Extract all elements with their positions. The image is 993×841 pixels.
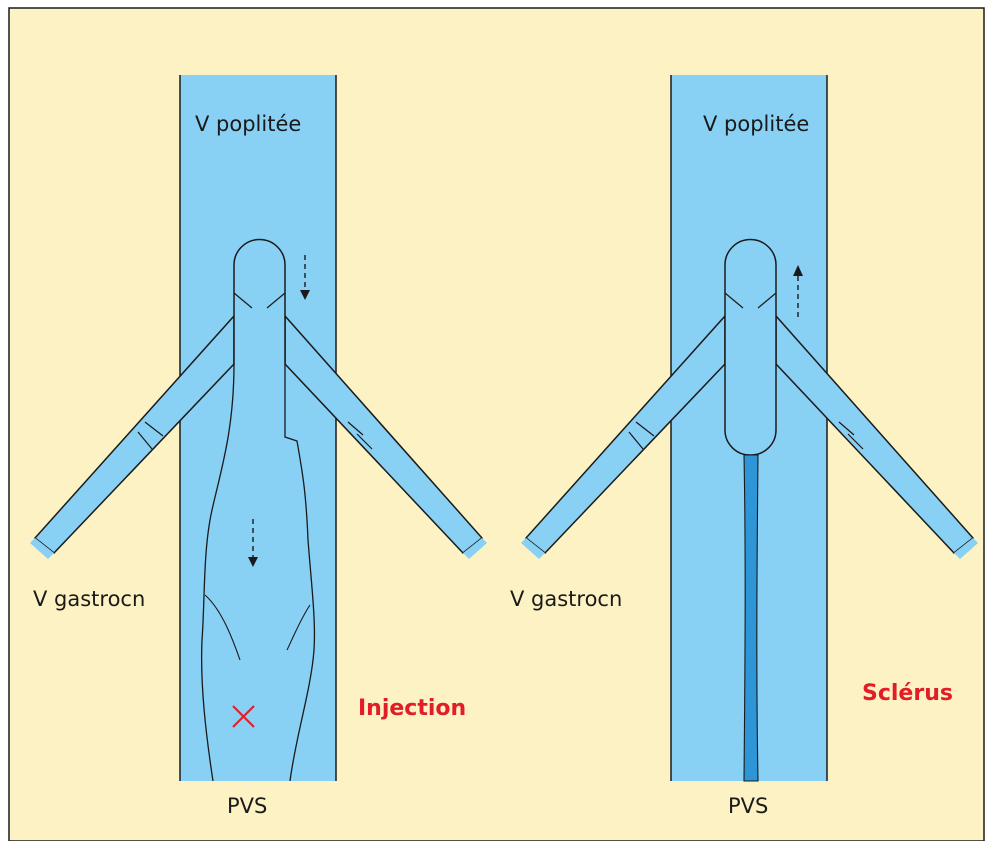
right-popliteal-label: V poplitée	[703, 112, 809, 136]
sclerus-label: Sclérus	[862, 681, 953, 706]
left-saphenous-junction	[234, 240, 285, 364]
injection-label: Injection	[358, 696, 466, 721]
right-occluded-stump	[725, 240, 776, 456]
right-gastrocnemius-label: V gastrocn	[510, 587, 622, 611]
left-popliteal-vein	[180, 75, 336, 781]
left-pvs-label: PVS	[227, 794, 267, 818]
left-popliteal-label: V poplitée	[195, 112, 301, 136]
right-pvs-label: PVS	[728, 794, 768, 818]
left-gastrocnemius-label: V gastrocn	[33, 587, 145, 611]
sclerosed-saphenous-cord	[744, 455, 758, 781]
